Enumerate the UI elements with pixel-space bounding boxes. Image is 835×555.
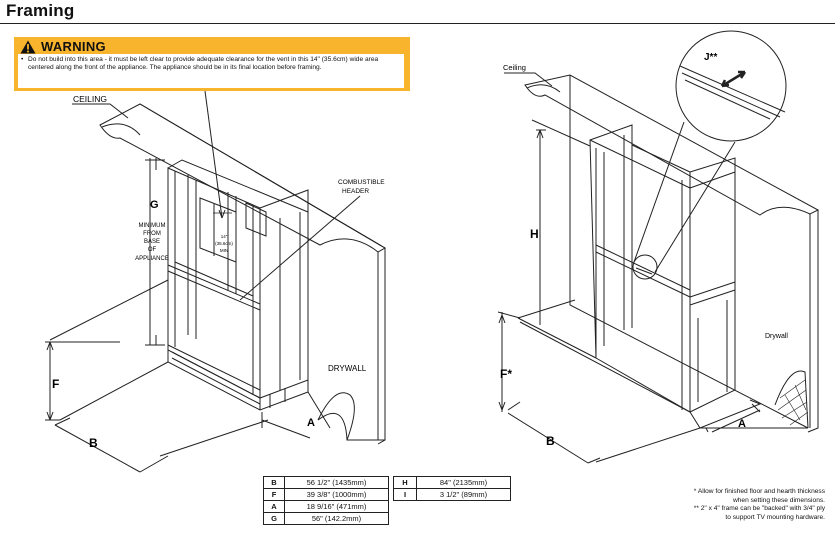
warning-bullet: • xyxy=(21,56,24,63)
footnotes: * Allow for finished floor and hearth th… xyxy=(690,488,825,522)
dimension-value: 3 1/2" (89mm) xyxy=(416,488,511,501)
left-framing-diagram xyxy=(45,90,386,473)
g-dimension-label: G xyxy=(150,199,159,211)
f-star-dimension-label: F* xyxy=(500,367,512,381)
drywall-label-right: Drywall xyxy=(765,333,788,340)
f-dimension-label: F xyxy=(52,377,59,391)
dimension-value: 84" (2135mm) xyxy=(416,476,511,489)
combustible-header-label-1: COMBUSTIBLE xyxy=(338,179,385,186)
dimension-value: 56 1/2" (1435mm) xyxy=(284,476,389,489)
min-label-line-5: APPLIANCE xyxy=(135,256,169,262)
ceiling-label-left: CEILING xyxy=(73,94,107,104)
b-dimension-label-left: B xyxy=(89,436,98,450)
vent-label-line-3: MIN xyxy=(220,248,228,253)
footnote-2: ** 2" x 4" frame can be "backed" with 3/… xyxy=(693,505,825,521)
warning-text: Do not build into this area - it must be… xyxy=(28,56,379,72)
ceiling-label-right: Ceiling xyxy=(503,63,526,72)
min-label-line-3: BASE xyxy=(144,239,160,245)
a-dimension-label-right: A xyxy=(738,418,746,430)
warning-box: WARNING • Do not build into this area - … xyxy=(14,37,410,91)
dimension-value: 18 9/16" (471mm) xyxy=(284,500,389,513)
warning-body: • Do not build into this area - it must … xyxy=(18,54,404,88)
dimension-key: A xyxy=(263,500,285,513)
min-label-line-4: OF xyxy=(148,247,157,253)
title-divider xyxy=(0,23,835,24)
dimension-key: F xyxy=(263,488,285,501)
min-label-line-2: FROM xyxy=(143,231,161,237)
vent-label-line-2: (35.6cm) xyxy=(215,241,233,246)
warning-triangle-icon xyxy=(20,40,36,53)
combustible-header-label-2: HEADER xyxy=(342,188,369,195)
a-dimension-label-left: A xyxy=(307,417,315,429)
dimension-key: G xyxy=(263,512,285,525)
b-dimension-label-right: B xyxy=(546,434,555,448)
dimension-key: I xyxy=(393,488,417,501)
page-title: Framing xyxy=(6,1,75,20)
dimension-value: 39 3/8" (1000mm) xyxy=(284,488,389,501)
dimension-key: B xyxy=(263,476,285,489)
h-dimension-label: H xyxy=(530,227,539,241)
dimension-value: 56" (142.2mm) xyxy=(284,512,389,525)
footnote-1: * Allow for finished floor and hearth th… xyxy=(693,488,825,504)
warning-header: WARNING xyxy=(20,39,106,54)
dimension-key: H xyxy=(393,476,417,489)
warning-heading: WARNING xyxy=(41,39,106,54)
vent-label-line-1: 14" xyxy=(221,234,228,239)
drywall-label-left: DRYWALL xyxy=(328,364,367,373)
right-framing-diagram xyxy=(497,30,820,464)
min-label-line-1: MINIMUM xyxy=(139,223,166,229)
j-dimension-label: J** xyxy=(704,52,717,63)
